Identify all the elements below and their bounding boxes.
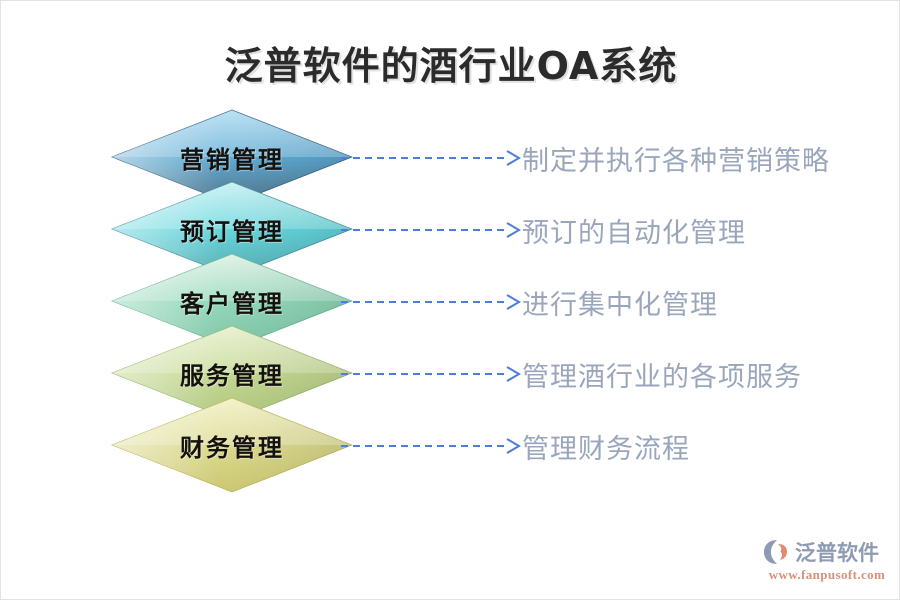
diamond-icon (111, 253, 353, 349)
stage-description: 制定并执行各种营销策略 (522, 146, 830, 176)
stage-description: 管理酒行业的各项服务 (522, 362, 802, 392)
dashed-arrow-right-icon (341, 436, 521, 456)
diamond-shape[interactable]: 预订管理 (111, 181, 353, 277)
brand-logo: 泛普软件 www.fanpusoft.com (763, 537, 891, 589)
diamond-icon (111, 325, 353, 421)
logo-website-url: www.fanpusoft.com (768, 567, 886, 582)
diagram-stage-3[interactable]: 客户管理 (1, 253, 899, 349)
stage-description: 管理财务流程 (522, 434, 690, 464)
stage-description: 进行集中化管理 (522, 290, 718, 320)
dashed-arrow-right-icon (341, 220, 521, 240)
logo-row: 泛普软件 (763, 537, 879, 567)
diamond-icon (111, 397, 353, 493)
diamond-shape[interactable]: 营销管理 (111, 109, 353, 205)
logo-company-name: 泛普软件 (795, 541, 879, 565)
diagram-stage-2[interactable]: 预订管理 (1, 181, 899, 277)
diamond-icon (111, 181, 353, 277)
stage-description: 预订的自动化管理 (522, 218, 746, 248)
diamond-shape[interactable]: 客户管理 (111, 253, 353, 349)
fanpu-swoosh-logo-icon (764, 540, 787, 564)
page-title: 泛普软件的酒行业OA系统 (224, 44, 678, 88)
dashed-arrow-right-icon (341, 292, 521, 312)
dashed-arrow-right-icon (341, 364, 521, 384)
diagram-stage-1[interactable]: 营销管理 (1, 109, 899, 205)
diamond-shape[interactable]: 财务管理 (111, 397, 353, 493)
diamond-icon (111, 109, 353, 205)
dashed-arrow-right-icon (341, 148, 521, 168)
